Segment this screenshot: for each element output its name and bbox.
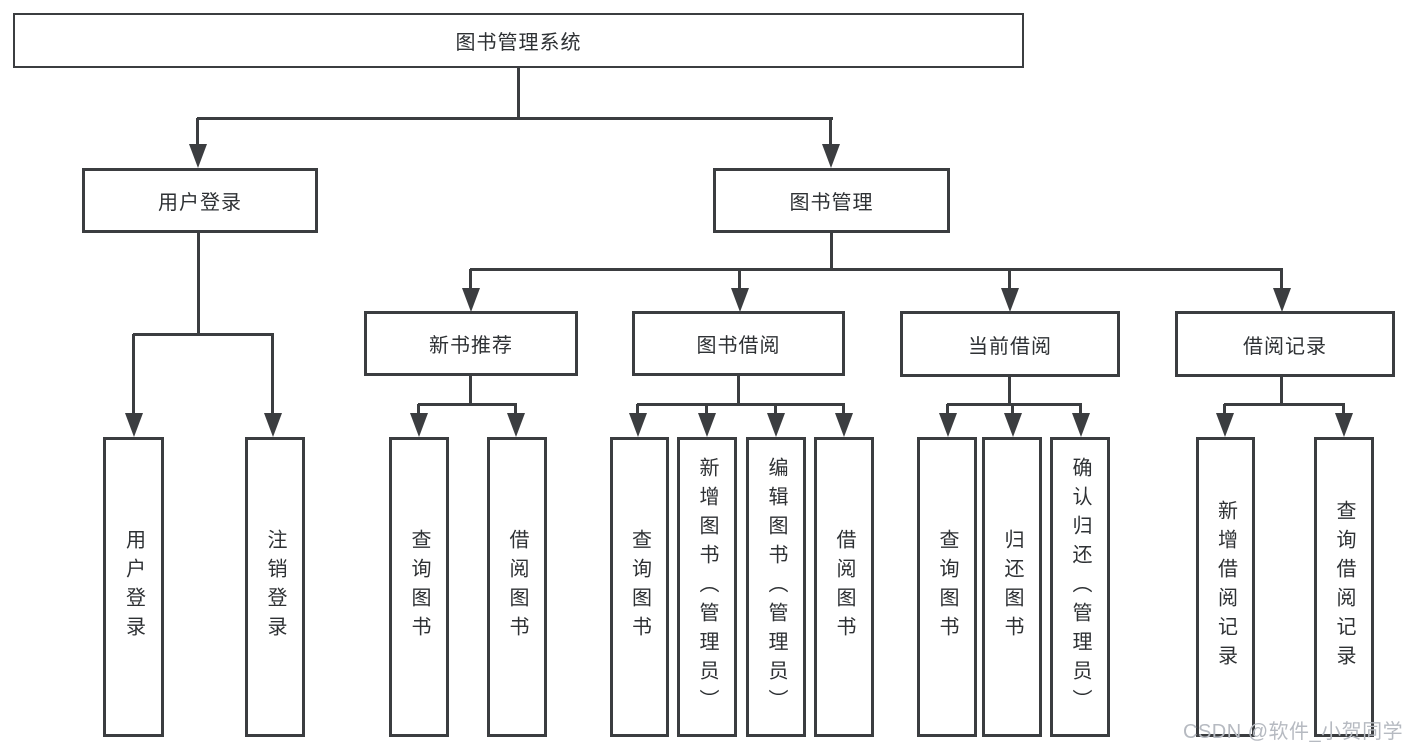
node-book-management: 图书管理 xyxy=(713,168,950,233)
leaf-query-books-current: 查询图书 xyxy=(917,437,977,737)
connector-root-bar xyxy=(197,117,833,120)
arrow-to-leaf-confirm-return xyxy=(1072,404,1090,437)
leaf-query-borrow-record: 查询借阅记录 xyxy=(1314,437,1374,737)
csdn-watermark: CSDN @软件_小贺同学 xyxy=(1183,721,1404,743)
node-new-book-recommendation: 新书推荐 xyxy=(364,311,578,376)
leaf-confirm-return-admin: 确认归还（管理员） xyxy=(1050,437,1110,737)
leaf-return-books: 归还图书 xyxy=(982,437,1042,737)
arrow-to-user-login xyxy=(189,118,207,168)
connector-records-stem xyxy=(1280,375,1283,406)
arrow-to-leaf-borrow-books-1 xyxy=(507,404,525,437)
connector-user-stem xyxy=(197,232,200,336)
node-book-borrowing: 图书借阅 xyxy=(632,311,845,376)
leaf-borrow-books-borrow: 借阅图书 xyxy=(814,437,874,737)
arrow-to-leaf-query-books-2 xyxy=(629,404,647,437)
arrow-to-new-book-recommendation xyxy=(462,269,480,312)
connector-records-bar xyxy=(1224,403,1345,406)
arrow-to-borrowing-records xyxy=(1273,269,1291,312)
leaf-borrow-books-recommend: 借阅图书 xyxy=(487,437,547,737)
arrow-to-current-borrowing xyxy=(1001,269,1019,312)
leaf-logout: 注销登录 xyxy=(245,437,305,737)
arrow-to-book-borrowing xyxy=(731,269,749,312)
node-borrowing-records: 借阅记录 xyxy=(1175,311,1395,377)
connector-user-bar xyxy=(133,333,274,336)
leaf-query-books-borrow: 查询图书 xyxy=(610,437,669,737)
connector-mgmt-stem xyxy=(830,232,833,271)
node-user-login: 用户登录 xyxy=(82,168,318,233)
arrow-to-leaf-user-login xyxy=(125,334,143,437)
connector-recommend-bar xyxy=(418,403,517,406)
leaf-add-books-admin: 新增图书（管理员） xyxy=(677,437,737,737)
arrow-to-leaf-query-books-1 xyxy=(410,404,428,437)
connector-borrow-bar xyxy=(637,403,845,406)
connector-mgmt-bar xyxy=(470,268,1283,271)
arrow-to-leaf-add-books xyxy=(698,404,716,437)
node-current-borrowing: 当前借阅 xyxy=(900,311,1120,377)
leaf-user-login: 用户登录 xyxy=(103,437,164,737)
connector-recommend-stem xyxy=(469,375,472,406)
connector-borrow-stem xyxy=(737,375,740,406)
connector-current-bar xyxy=(947,403,1082,406)
arrow-to-leaf-query-borrow-record xyxy=(1335,404,1353,437)
arrow-to-leaf-add-borrow-record xyxy=(1216,404,1234,437)
leaf-query-books-recommend: 查询图书 xyxy=(389,437,449,737)
leaf-edit-books-admin: 编辑图书（管理员） xyxy=(746,437,806,737)
node-library-management-system: 图书管理系统 xyxy=(13,13,1024,68)
connector-current-stem xyxy=(1008,375,1011,406)
arrow-to-leaf-edit-books xyxy=(767,404,785,437)
arrow-to-leaf-logout xyxy=(264,334,282,437)
arrow-to-leaf-return-books xyxy=(1004,404,1022,437)
leaf-add-borrow-record: 新增借阅记录 xyxy=(1196,437,1255,737)
arrow-to-leaf-query-books-3 xyxy=(939,404,957,437)
arrow-to-leaf-borrow-books-2 xyxy=(835,404,853,437)
arrow-to-book-management xyxy=(822,118,840,168)
connector-root-stem xyxy=(517,67,520,119)
